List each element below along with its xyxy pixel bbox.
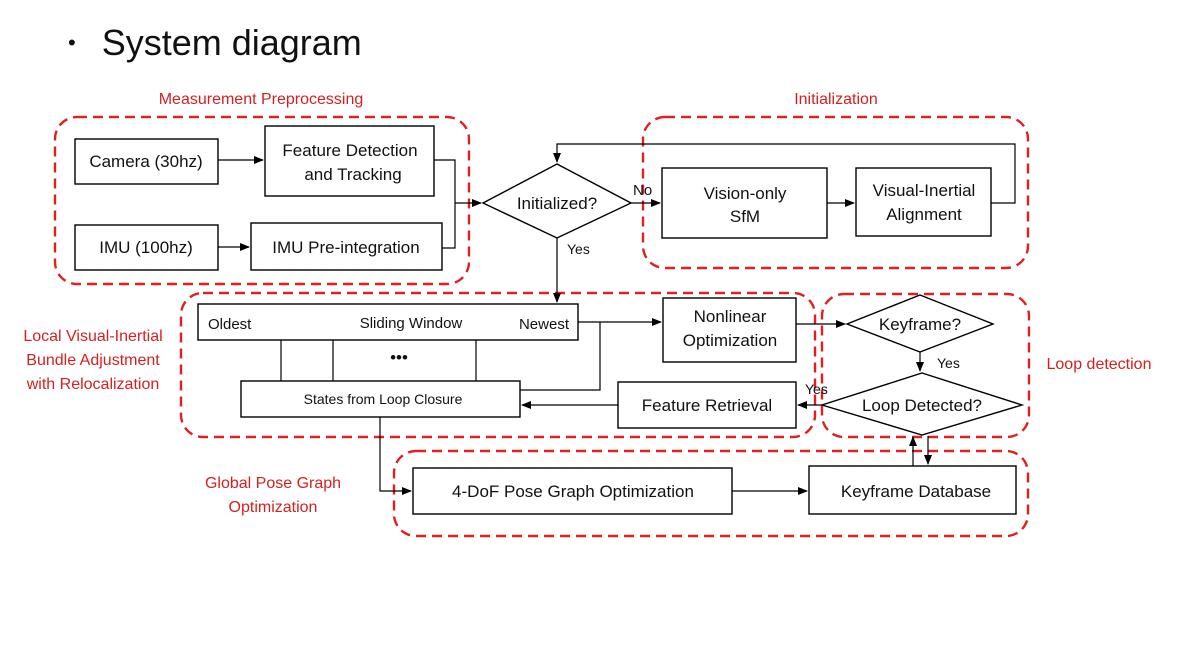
node-loop-detected-label: Loop Detected? — [862, 396, 982, 415]
slide-title: • System diagram — [68, 22, 362, 64]
node-keyframe-database — [808, 465, 1017, 515]
group-loop-detection — [820, 292, 1031, 439]
node-keyframe-database-label: Keyframe Database — [841, 482, 991, 501]
edge-alignment-feedback — [553, 143, 1016, 204]
label-measurement-preprocessing: Measurement Preprocessing — [159, 91, 364, 108]
edge-label-no: No — [633, 182, 652, 199]
label-local-ba-line2: Bundle Adjustment — [26, 352, 160, 369]
node-pose-graph-optimization — [412, 467, 733, 515]
node-camera — [74, 138, 219, 185]
node-vi-alignment — [855, 167, 992, 237]
node-imu-label: IMU (100hz) — [99, 238, 193, 257]
sliding-window-title: Sliding Window — [360, 315, 463, 332]
node-vision-sfm — [661, 167, 828, 239]
group-local-ba — [179, 291, 817, 439]
node-nonlinear-line2: Optimization — [683, 331, 777, 350]
node-vision-sfm-line1: Vision-only — [704, 184, 787, 203]
edge-feature-merge — [434, 159, 456, 249]
label-initialization: Initialization — [794, 91, 878, 108]
bullet-icon: • — [68, 30, 76, 55]
group-measurement-preprocessing — [53, 115, 471, 286]
node-imu-preintegration — [250, 222, 443, 271]
node-vi-alignment-line2: Alignment — [886, 205, 962, 224]
node-states-loop-closure-label: States from Loop Closure — [304, 391, 463, 407]
node-vi-alignment-line1: Visual-Inertial — [873, 181, 976, 200]
label-global-pose-line2: Optimization — [229, 499, 318, 516]
node-initialized-label: Initialized? — [517, 194, 597, 213]
node-pose-graph-label: 4-DoF Pose Graph Optimization — [452, 482, 694, 501]
node-feature-retrieval-label: Feature Retrieval — [642, 396, 772, 415]
sliding-window-oldest: Oldest — [208, 316, 252, 333]
node-states-loop-closure — [240, 380, 521, 418]
label-loop-detection: Loop detection — [1047, 356, 1152, 373]
node-loop-detected — [819, 372, 1025, 436]
group-initialization — [641, 115, 1030, 270]
edge-states-window — [520, 322, 601, 391]
edge-states-posegraph — [379, 417, 412, 495]
node-keyframe-q-label: Keyframe? — [879, 315, 961, 334]
node-imu — [74, 224, 219, 271]
group-global-pose-graph — [392, 449, 1030, 538]
edge-label-yes-keyframe: Yes — [937, 355, 960, 371]
node-sliding-window — [197, 303, 579, 341]
node-feature-detection — [264, 125, 435, 197]
sliding-window-newest: Newest — [519, 316, 570, 333]
label-local-ba-line3: with Relocalization — [26, 376, 160, 393]
node-nonlinear-line1: Nonlinear — [694, 307, 767, 326]
node-imu-preintegration-label: IMU Pre-integration — [272, 238, 419, 257]
node-feature-retrieval — [617, 381, 797, 429]
sliding-window-dots: ••• — [390, 348, 408, 367]
edge-label-yes-initialized: Yes — [567, 241, 590, 257]
node-feature-detection-line2: and Tracking — [304, 165, 401, 184]
node-vision-sfm-line2: SfM — [730, 207, 760, 226]
node-feature-detection-line1: Feature Detection — [282, 141, 417, 160]
label-global-pose-line1: Global Pose Graph — [205, 475, 341, 492]
node-nonlinear-optimization — [662, 297, 797, 363]
label-local-ba-line1: Local Visual-Inertial — [23, 328, 162, 345]
slide-title-text: System diagram — [101, 22, 362, 63]
node-camera-label: Camera (30hz) — [89, 152, 202, 171]
edge-label-yes-loop: Yes — [805, 381, 828, 397]
